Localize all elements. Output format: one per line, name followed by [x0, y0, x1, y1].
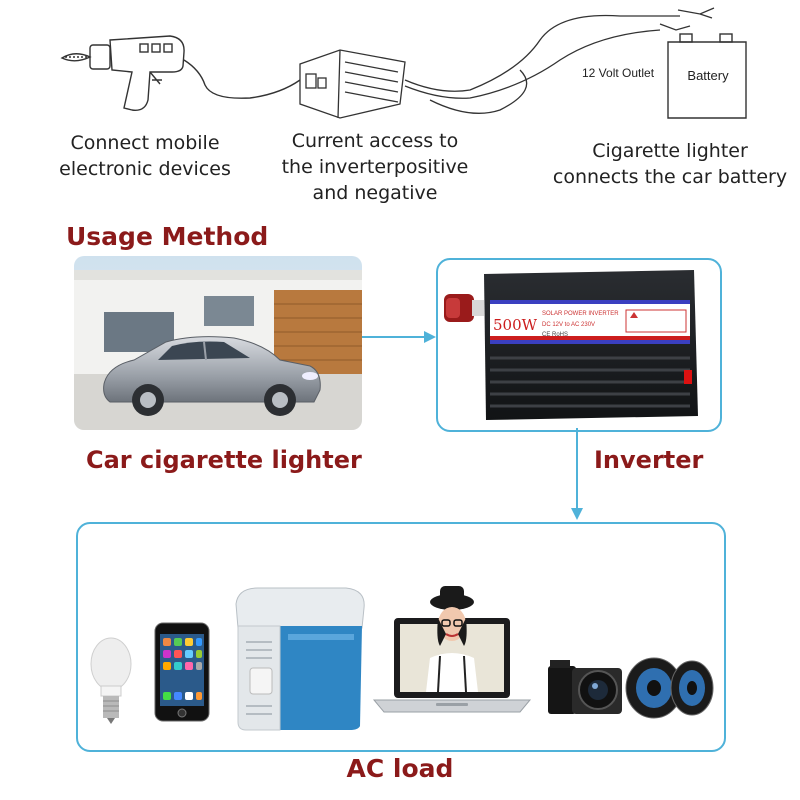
caption-devices: Connect mobile electronic devices [59, 132, 231, 180]
speakers-icon [625, 657, 714, 719]
cooler-icon [235, 587, 365, 731]
inverter-line2: DC 12V to AC 230V [542, 322, 596, 328]
drill-icon [60, 35, 301, 111]
inverter-photo [476, 266, 702, 420]
top-line-diagram [60, 7, 747, 119]
battery-label: Battery [687, 68, 729, 83]
inverter-line1: SOLAR POWER INVERTER [542, 311, 619, 317]
outlet-label: 12 Volt Outlet [582, 66, 655, 80]
caption-battery: Cigarette lighter connects the car batte… [552, 140, 788, 188]
inverter-power-label: 500W [493, 316, 538, 334]
inverter-line3: CE RoHS [542, 332, 569, 338]
laptop-icon [372, 586, 532, 713]
phone-icon [154, 622, 210, 722]
cables [404, 7, 715, 114]
inverter-sketch-icon [299, 49, 406, 119]
camera-icon [548, 660, 622, 714]
ac-load-label: AC load [346, 754, 454, 783]
arrow-right [362, 331, 436, 343]
bulb-icon [90, 637, 132, 724]
arrow-down [571, 428, 583, 520]
plug-icon [444, 294, 484, 322]
battery-icon [667, 33, 747, 119]
inverter-label: Inverter [594, 446, 704, 474]
car-photo [74, 256, 362, 430]
usage-heading: Usage Method [66, 222, 269, 251]
caption-inverter: Current access to the inverterpositive a… [281, 130, 469, 204]
car-label: Car cigarette lighter [86, 446, 362, 474]
